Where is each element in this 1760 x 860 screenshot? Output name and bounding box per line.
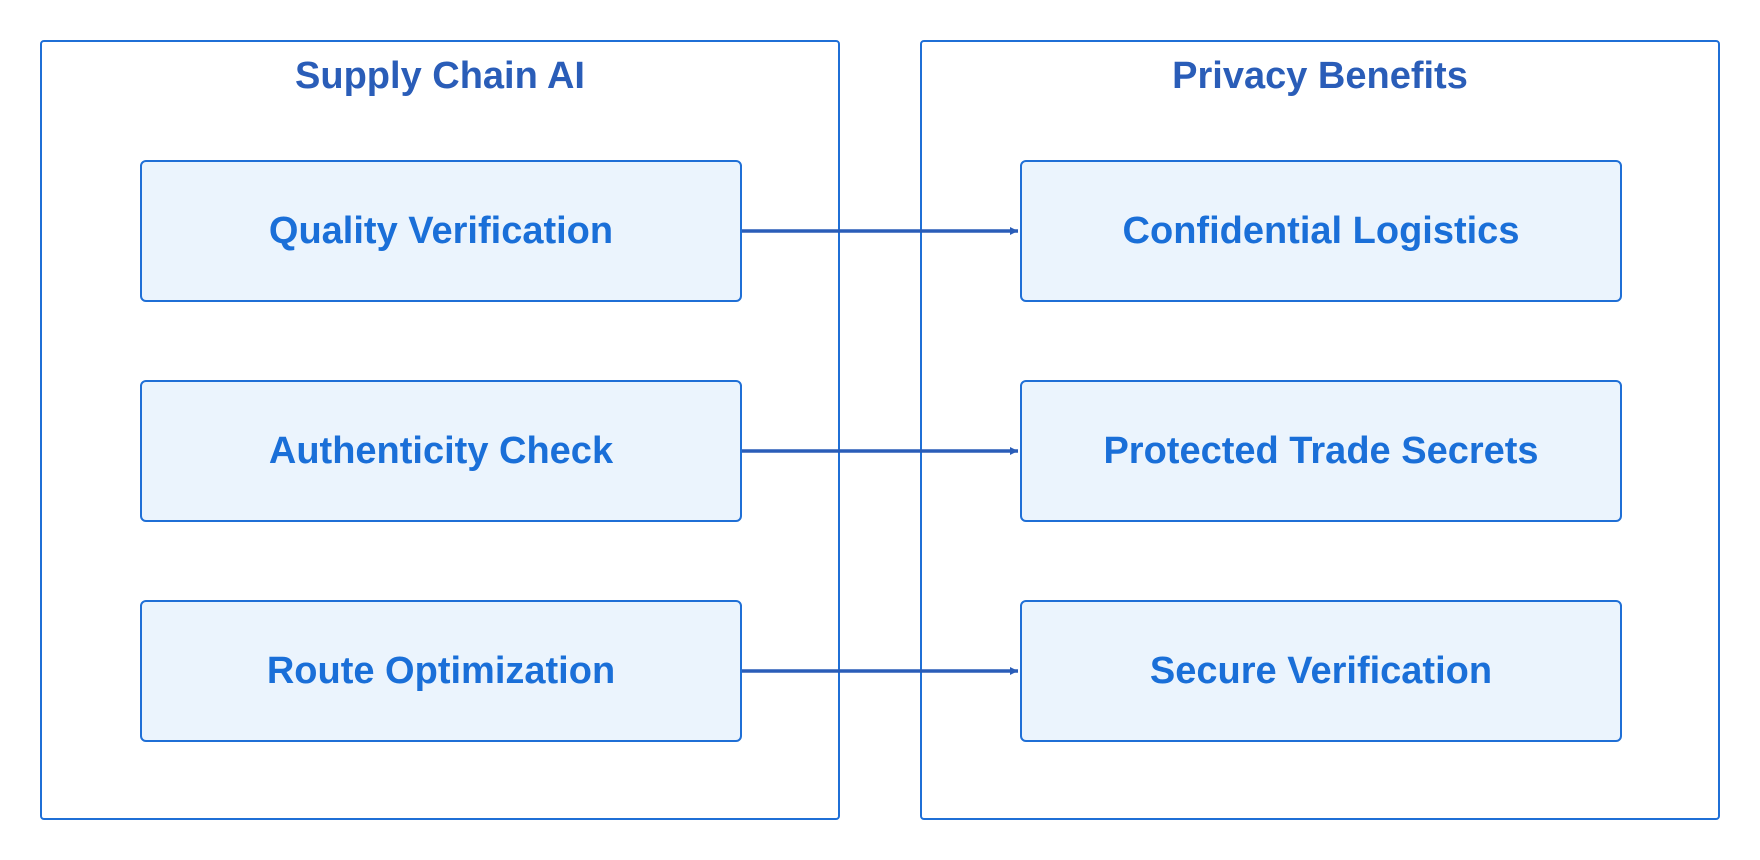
- node-quality-verification: Quality Verification: [140, 160, 742, 302]
- node-route-optimization: Route Optimization: [140, 600, 742, 742]
- node-authenticity-check: Authenticity Check: [140, 380, 742, 522]
- node-confidential-logistics: Confidential Logistics: [1020, 160, 1622, 302]
- group-title-supply-chain-ai: Supply Chain AI: [295, 55, 585, 97]
- node-secure-verification: Secure Verification: [1020, 600, 1622, 742]
- node-protected-trade-secrets: Protected Trade Secrets: [1020, 380, 1622, 522]
- group-title-privacy-benefits: Privacy Benefits: [1172, 55, 1468, 97]
